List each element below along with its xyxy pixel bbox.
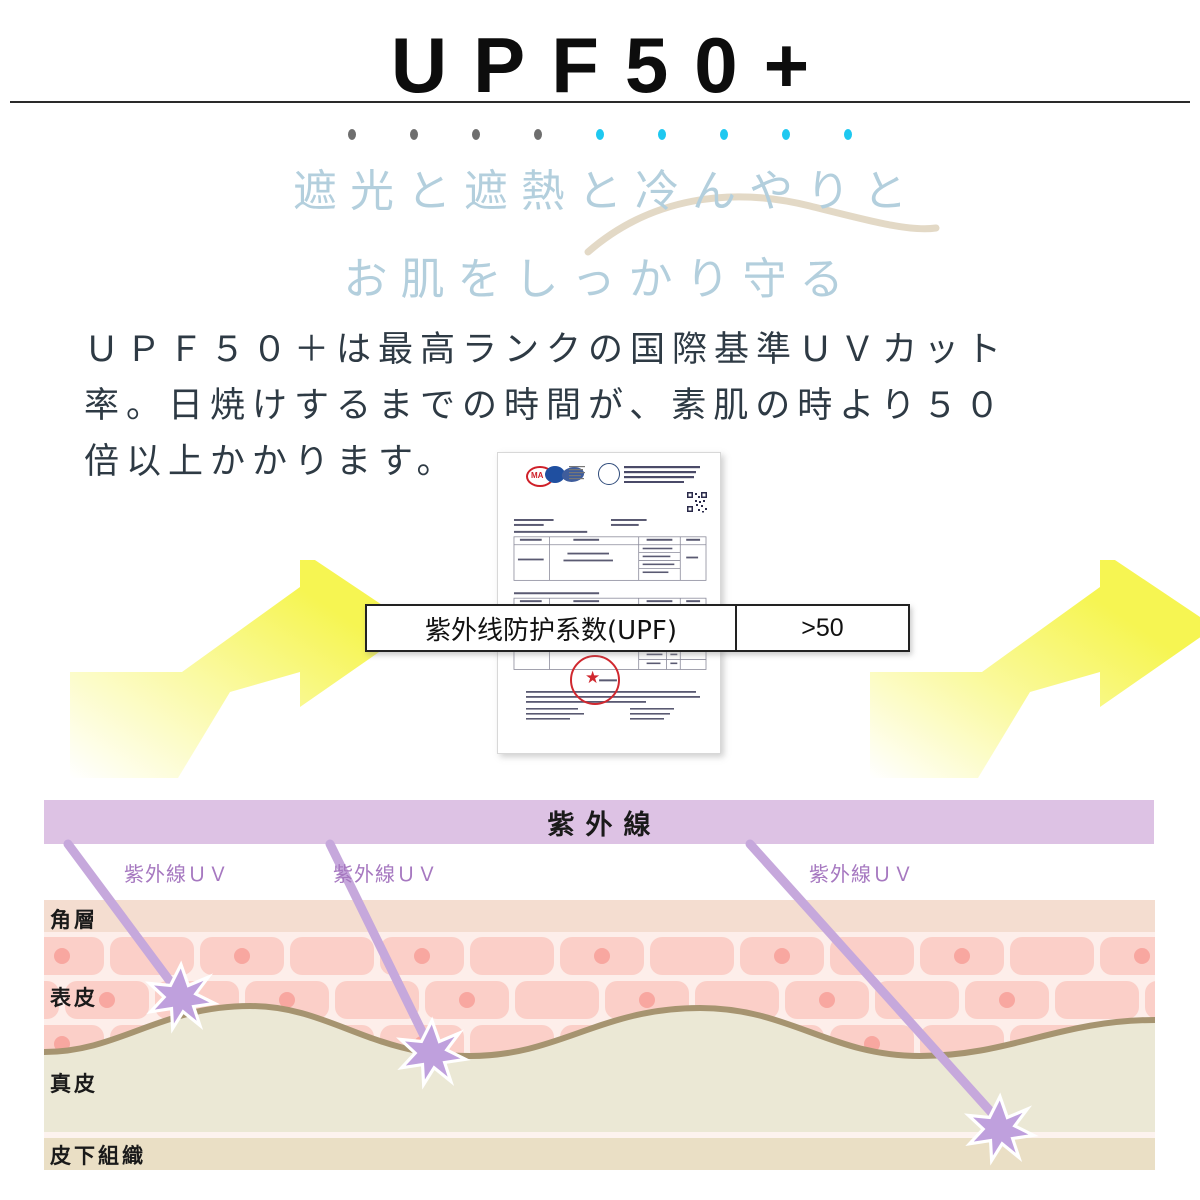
uv-impact-bursts xyxy=(144,960,1039,1166)
skin-cross-section xyxy=(44,839,1155,1170)
layer-dermis-fill xyxy=(44,1110,1155,1132)
layer-separator xyxy=(44,1132,1155,1138)
layer-label-subcutaneous: 皮下組織 xyxy=(50,1144,146,1168)
cert-small-text-block xyxy=(569,466,585,480)
decorative-dot-8 xyxy=(782,129,790,141)
title-divider xyxy=(10,101,1190,103)
swoosh-decoration xyxy=(584,193,940,256)
dermis-region xyxy=(44,1002,1155,1110)
certification-logos: MA xyxy=(526,465,596,487)
arrow-right xyxy=(870,560,1200,778)
ma-logo-text: MA xyxy=(531,471,544,480)
blue-logo-icon xyxy=(545,466,565,483)
subtitle-line-2: お肌をしっかり守る xyxy=(343,254,857,305)
page-title: UPF50+ xyxy=(390,21,836,109)
decorative-dot-5 xyxy=(596,129,604,141)
arrow-left xyxy=(70,560,415,778)
upf-test-certificate: MA xyxy=(497,452,721,754)
decorative-dot-7 xyxy=(720,129,728,141)
layer-label-epidermis: 表皮 xyxy=(50,986,98,1010)
upf-label-cell: 紫外线防护系数(UPF) xyxy=(367,606,737,650)
official-red-stamp-icon: ★ xyxy=(570,655,620,705)
certificate-content: MA xyxy=(506,459,712,747)
layer-subcutaneous xyxy=(44,1138,1155,1170)
subtitle: 遮光と遮熱と冷んやりと お肌をしっかり守る xyxy=(0,148,1200,324)
layer-label-dermis: 真皮 xyxy=(50,1072,98,1096)
highlight-arrows xyxy=(70,560,1200,778)
subtitle-line-1: 遮光と遮熱と冷んやりと xyxy=(293,166,920,217)
uv-label-1: 紫外線ＵＶ xyxy=(124,862,229,886)
stamp-star-glyph: ★ xyxy=(585,668,601,687)
uv-banner-label: 紫外線 xyxy=(547,809,662,841)
layer-label-stratum-corneum: 角層 xyxy=(50,908,98,932)
upf-value-callout: 紫外线防护系数(UPF) >50 xyxy=(365,604,910,652)
upf-value-cell: >50 xyxy=(801,613,844,642)
cert-header-text xyxy=(624,466,700,483)
uv-label-3: 紫外線ＵＶ xyxy=(809,862,914,886)
decorative-dot-6 xyxy=(658,129,666,141)
decorative-dot-3 xyxy=(472,129,480,141)
uv-banner: 紫外線 xyxy=(44,800,1154,844)
description-paragraph: ＵＰＦ５０＋は最高ランクの国際基準ＵＶカット 率。日焼けするまでの時間が、素肌の… xyxy=(84,330,1009,482)
decorative-dot-9 xyxy=(844,129,852,141)
uv-rays xyxy=(63,839,1005,1127)
decorative-dot-2 xyxy=(410,129,418,141)
skin-layer-diagram: 紫外線 xyxy=(0,780,1200,1200)
layer-stratum-corneum xyxy=(44,900,1155,932)
uv-label-2: 紫外線ＵＶ xyxy=(333,862,438,886)
qr-code-icon xyxy=(686,491,708,513)
decorative-dot-1 xyxy=(348,129,356,141)
decorative-dot-4 xyxy=(534,129,542,141)
decorative-dot-row xyxy=(0,126,1200,141)
cnas-seal-icon xyxy=(598,463,620,485)
